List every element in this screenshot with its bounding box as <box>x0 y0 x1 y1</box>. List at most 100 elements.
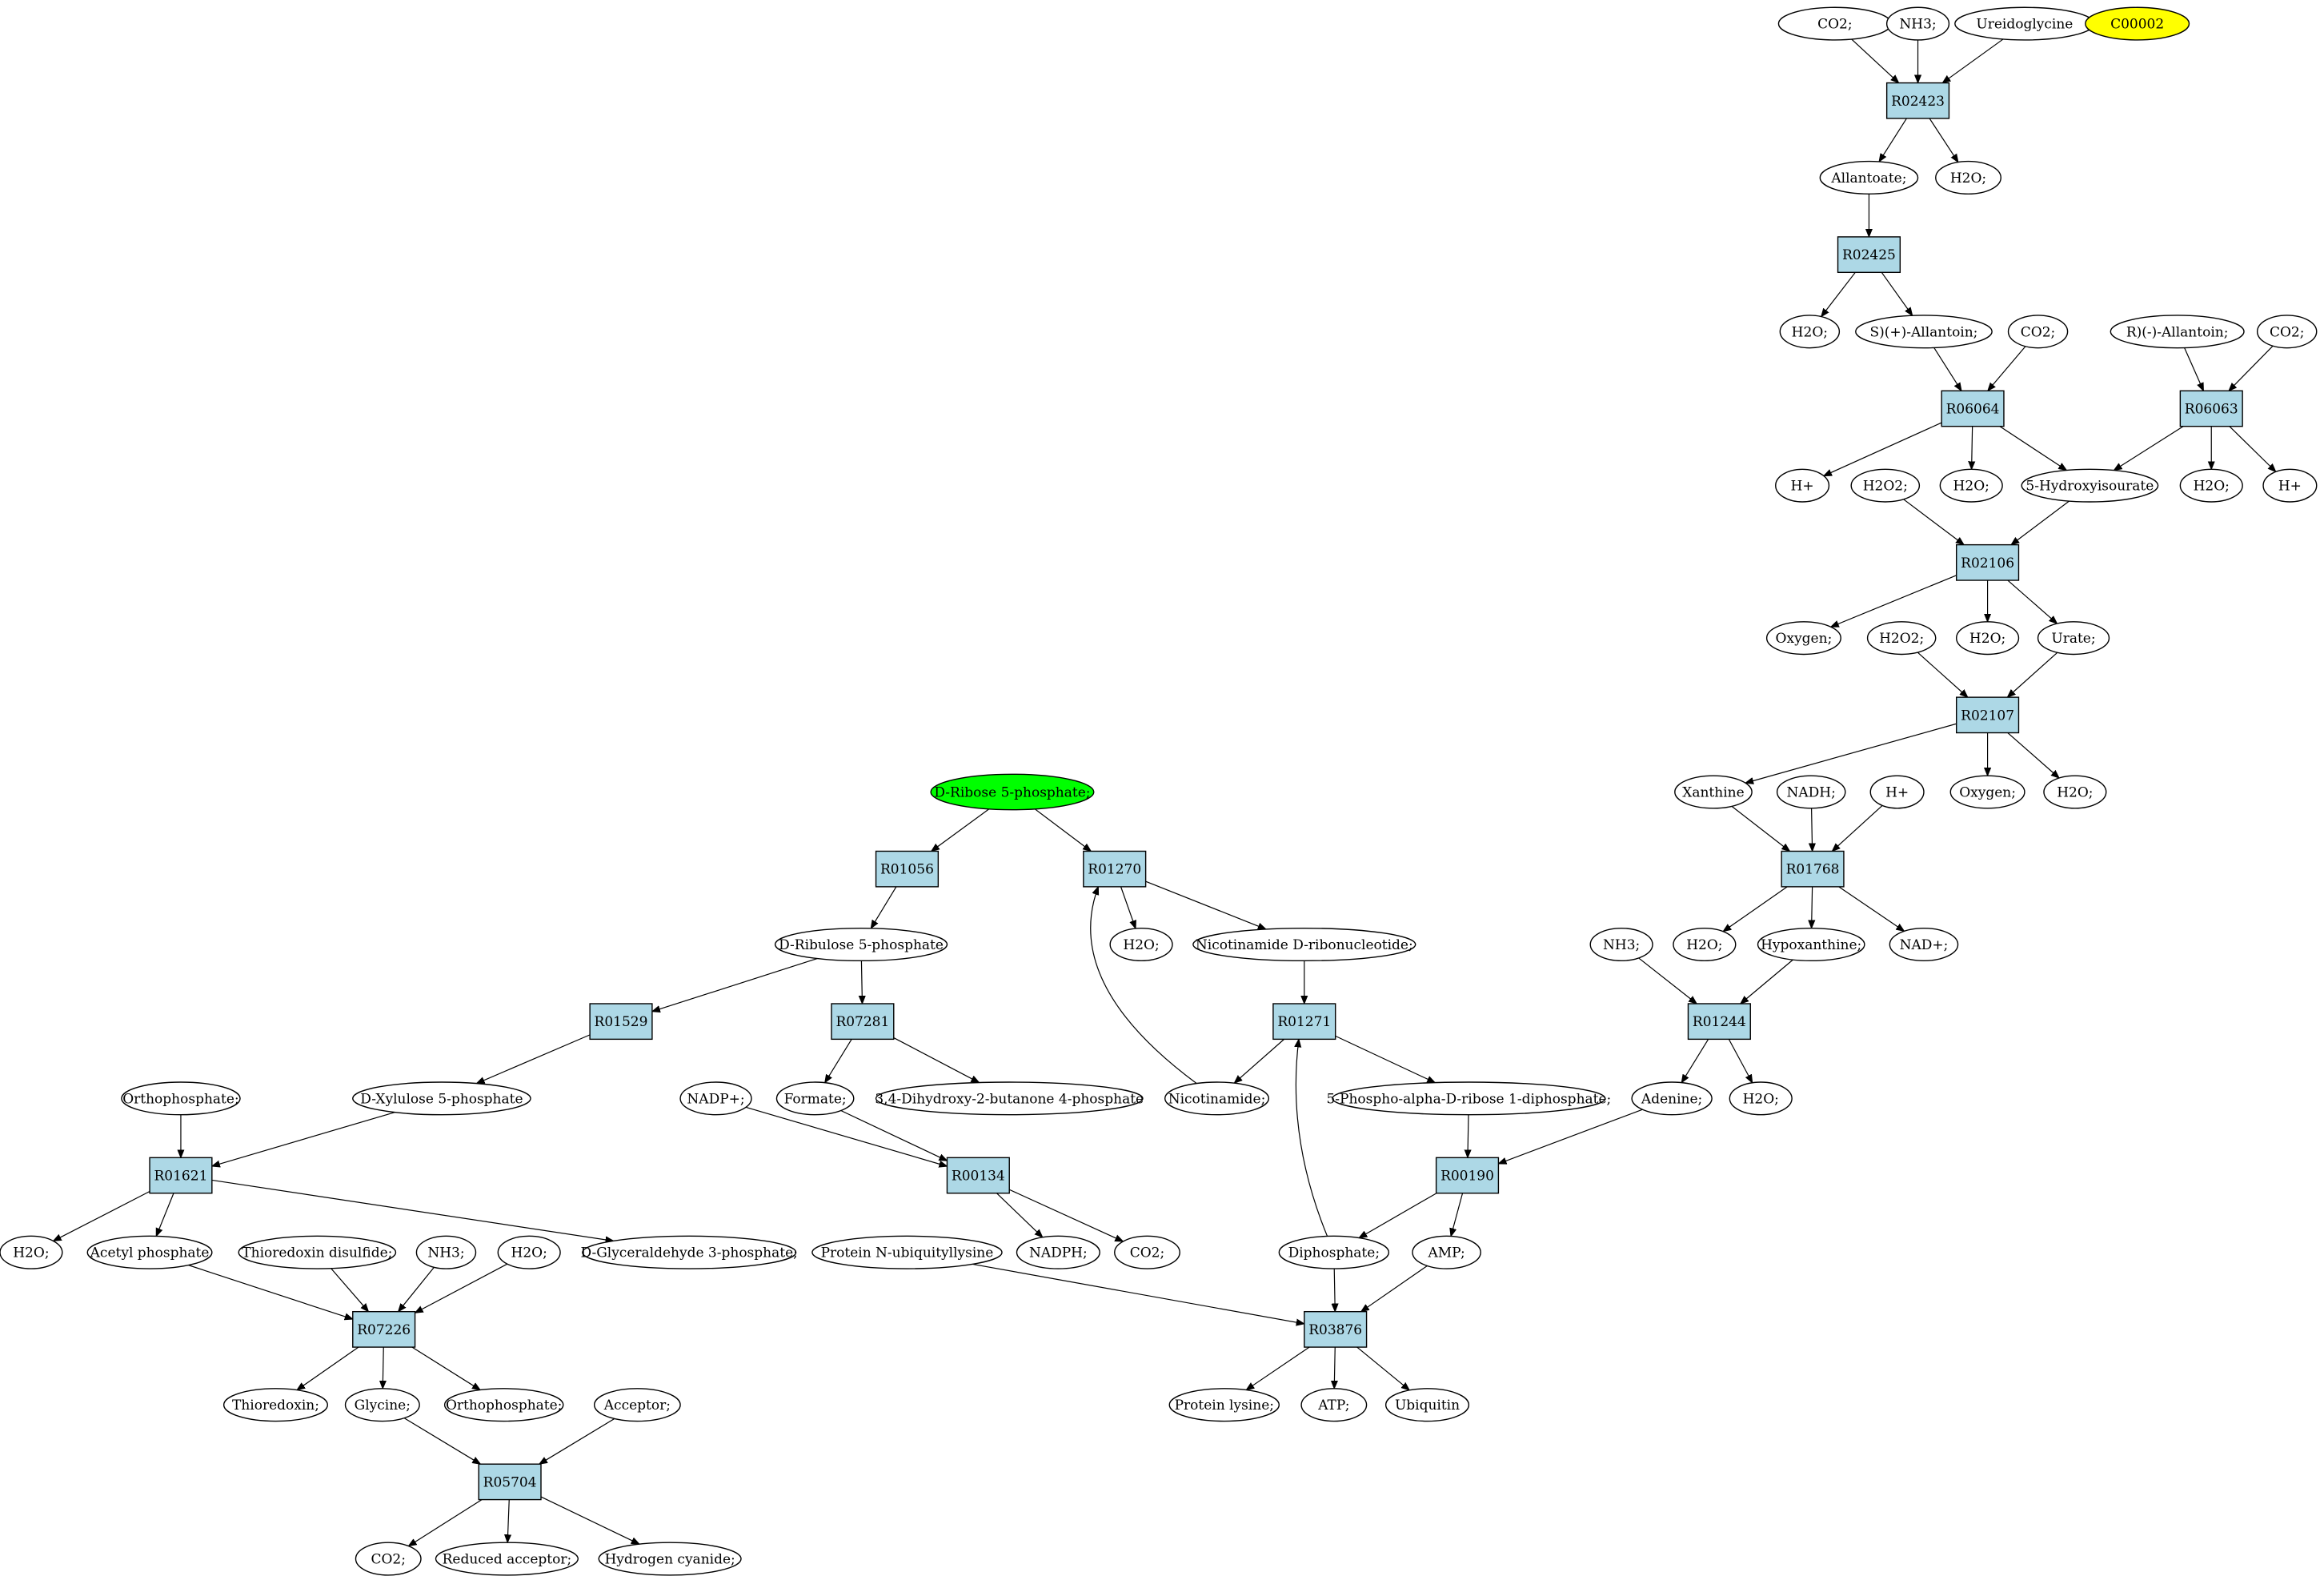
compound-node[interactable]: NADP+; <box>679 1081 752 1116</box>
reaction-node[interactable]: R01768 <box>1781 850 1845 888</box>
compound-node[interactable]: H2O; <box>2179 468 2243 503</box>
compound-node[interactable]: R)(-)-Allantoin; <box>2110 315 2245 349</box>
compound-node[interactable]: Diphosphate; <box>1278 1235 1390 1269</box>
compound-node[interactable]: Protein N-ubiquityllysine <box>811 1235 1003 1269</box>
compound-node[interactable]: CO2; <box>355 1542 422 1576</box>
compound-node[interactable]: CO2; <box>1114 1235 1180 1269</box>
compound-node[interactable]: Reduced acceptor; <box>435 1542 579 1576</box>
reaction-node[interactable]: R02106 <box>1955 543 2020 581</box>
start-compound-node[interactable]: D-Ribose 5-phosphate; <box>930 773 1095 811</box>
node-label: R00190 <box>1440 1169 1494 1185</box>
compound-node[interactable]: NH3; <box>415 1235 477 1269</box>
reaction-node[interactable]: R01270 <box>1083 850 1147 888</box>
compound-node[interactable]: 5-Phospho-alpha-D-ribose 1-diphosphate; <box>1326 1081 1611 1116</box>
compound-node[interactable]: H+ <box>1869 775 1925 809</box>
compound-node[interactable]: NAD+; <box>1889 927 1959 962</box>
compound-node[interactable]: H2O; <box>1939 468 2003 503</box>
compound-node[interactable]: CO2; <box>1777 6 1892 41</box>
compound-node[interactable]: D-Glyceraldehyde 3-phosphate; <box>581 1235 798 1269</box>
reaction-node[interactable]: R02423 <box>1885 82 1950 119</box>
node-label: Thioredoxin disulfide; <box>242 1245 392 1261</box>
reaction-node[interactable]: R01529 <box>589 1003 653 1041</box>
compound-node[interactable]: Hypoxanthine; <box>1757 927 1865 962</box>
compound-node[interactable]: Formate; <box>775 1081 855 1116</box>
compound-node[interactable]: Thioredoxin disulfide; <box>238 1235 397 1269</box>
edge-c_xanthine-to-r_R01768 <box>1731 805 1789 851</box>
compound-node[interactable]: ATP; <box>1300 1388 1368 1422</box>
compound-node[interactable]: Acceptor; <box>593 1388 681 1422</box>
compound-node[interactable]: Ureidoglycine <box>1954 6 2095 41</box>
reaction-node[interactable]: R02425 <box>1837 236 1901 274</box>
reaction-node[interactable]: R05704 <box>478 1463 542 1501</box>
compound-node[interactable]: 5-Hydroxyisourate <box>2021 468 2159 503</box>
node-label: R01244 <box>1693 1014 1746 1030</box>
compound-node[interactable]: Hydrogen cyanide; <box>598 1542 742 1576</box>
compound-node[interactable]: H2O; <box>1779 315 1841 349</box>
compound-node[interactable]: H2O; <box>1673 927 1737 962</box>
reaction-node[interactable]: R07281 <box>831 1003 895 1041</box>
reaction-node[interactable]: R01271 <box>1272 1003 1336 1041</box>
compound-node[interactable]: H2O; <box>2043 775 2107 809</box>
compound-node[interactable]: NADH; <box>1776 775 1846 809</box>
compound-node[interactable]: Allantoate; <box>1819 160 1919 194</box>
reaction-node[interactable]: R00134 <box>946 1157 1010 1194</box>
compound-node[interactable]: Oxygen; <box>1765 621 1841 656</box>
reaction-node[interactable]: R06064 <box>1941 390 2005 427</box>
compound-node[interactable]: Thioredoxin; <box>222 1388 329 1422</box>
compound-node[interactable]: Xanthine <box>1674 775 1753 809</box>
compound-node[interactable]: H2O; <box>1935 160 2001 194</box>
compound-node[interactable]: Ubiquitin <box>1384 1388 1470 1422</box>
compound-node[interactable]: Nicotinamide; <box>1164 1081 1270 1116</box>
compound-node[interactable]: H2O; <box>0 1235 63 1269</box>
compound-node[interactable]: NADPH; <box>1016 1235 1100 1269</box>
compound-node[interactable]: Acetyl phosphate <box>86 1235 213 1269</box>
reaction-node[interactable]: R03876 <box>1304 1310 1368 1348</box>
compound-ellipse <box>2037 621 2110 656</box>
reaction-node[interactable]: R07226 <box>352 1310 416 1348</box>
compound-node[interactable]: S)(+)-Allantoin; <box>1855 315 1993 349</box>
node-label: R00134 <box>952 1169 1005 1185</box>
reaction-node[interactable]: R01621 <box>149 1157 213 1194</box>
reaction-box <box>589 1003 653 1041</box>
compound-node[interactable]: Orthophosphate; <box>121 1081 241 1116</box>
compound-node[interactable]: D-Xylulose 5-phosphate <box>352 1081 531 1116</box>
compound-node[interactable]: Adenine; <box>1631 1081 1713 1116</box>
compound-node[interactable]: H2O; <box>497 1235 561 1269</box>
compound-node[interactable]: H2O2; <box>1866 621 1937 656</box>
compound-node[interactable]: Nicotinamide D-ribonucleotide; <box>1192 927 1416 962</box>
compound-node[interactable]: H+ <box>2262 468 2318 503</box>
compound-node[interactable]: AMP; <box>1412 1235 1481 1269</box>
reaction-node[interactable]: R06063 <box>2179 390 2243 427</box>
edge-c_nadpplus-to-r_R00134 <box>745 1106 947 1166</box>
compound-node[interactable]: H2O; <box>1109 927 1173 962</box>
compound-node[interactable]: CO2; <box>2256 315 2318 349</box>
compound-node[interactable]: Protein lysine; <box>1168 1388 1280 1422</box>
reaction-node[interactable]: R01056 <box>875 850 940 888</box>
compound-node[interactable]: NH3; <box>1589 927 1653 962</box>
edge-r_R02106-to-c_urate <box>2007 579 2058 624</box>
compound-node[interactable]: H+ <box>1775 468 1830 503</box>
reaction-node[interactable]: R02107 <box>1955 696 2020 734</box>
compound-node[interactable]: H2O; <box>1955 621 2020 656</box>
edge-r_R01056-to-c_ribulose5p <box>871 886 897 928</box>
node-label: Orthophosphate; <box>122 1091 238 1107</box>
compound-ellipse <box>121 1081 241 1116</box>
node-label: CO2; <box>1130 1245 1165 1261</box>
compound-node[interactable]: H2O2; <box>1850 468 1921 503</box>
compound-node[interactable]: NH3; <box>1885 6 1950 41</box>
compound-ellipse <box>774 927 948 962</box>
compound-node[interactable]: Urate; <box>2037 621 2110 656</box>
reaction-node[interactable]: R01244 <box>1687 1003 1751 1041</box>
target-compound-node[interactable]: C00002 <box>2085 6 2190 41</box>
compound-node[interactable]: 3,4-Dihydroxy-2-butanone 4-phosphate <box>875 1081 1144 1116</box>
compound-ellipse <box>1674 775 1753 809</box>
compound-node[interactable]: Glycine; <box>344 1388 420 1422</box>
reaction-node[interactable]: R00190 <box>1435 1157 1500 1194</box>
compound-node[interactable]: D-Ribulose 5-phosphate <box>774 927 948 962</box>
compound-node[interactable]: CO2; <box>2007 315 2069 349</box>
compound-node[interactable]: Oxygen; <box>1949 775 2025 809</box>
compound-node[interactable]: Orthophosphate; <box>443 1388 564 1422</box>
node-label: NAD+; <box>1900 937 1949 953</box>
node-label: Ureidoglycine <box>1976 17 2073 33</box>
compound-node[interactable]: H2O; <box>1729 1081 1793 1116</box>
